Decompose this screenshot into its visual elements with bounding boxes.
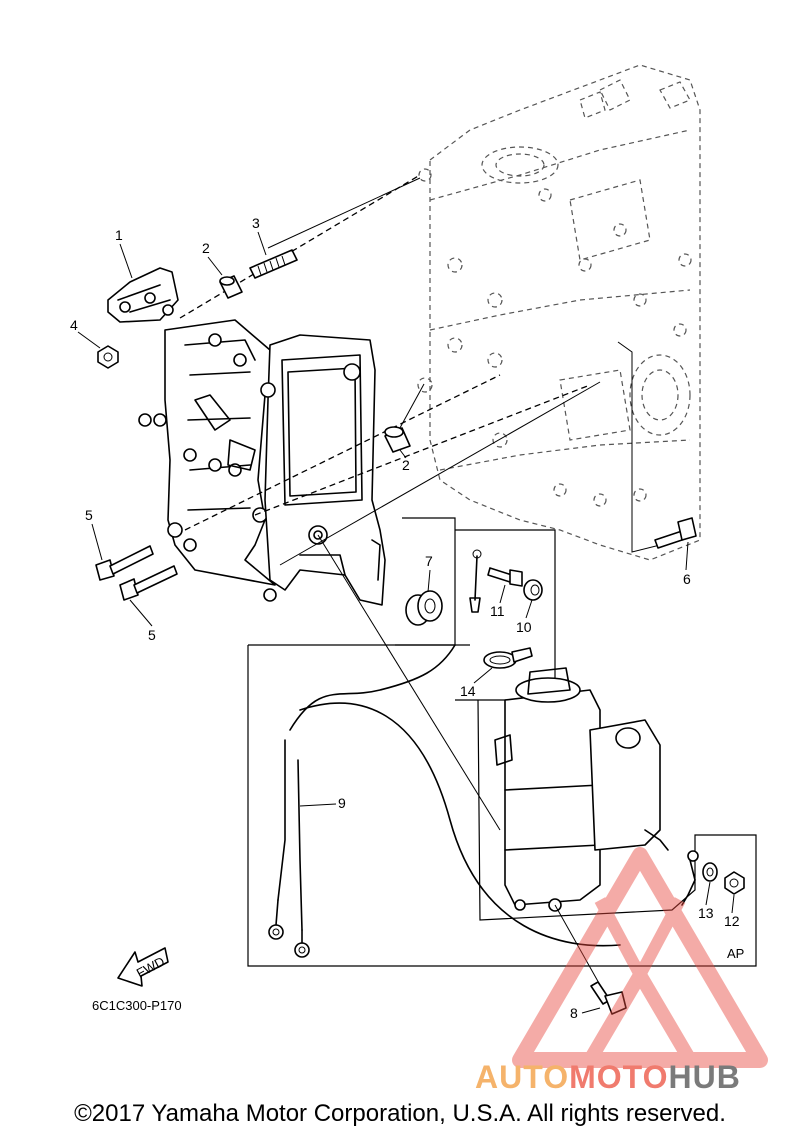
fwd-arrow-icon xyxy=(117,947,169,987)
watermark-moto: MOTO xyxy=(569,1059,668,1095)
callout-14: 14 xyxy=(460,683,476,699)
bolt-part-5-lower xyxy=(119,565,178,601)
callout-13: 13 xyxy=(698,905,714,921)
grommet-part-7 xyxy=(405,590,443,626)
watermark-auto: AUTO xyxy=(475,1059,569,1095)
callout-2-upper: 2 xyxy=(202,240,210,256)
watermark-logo xyxy=(512,847,768,1068)
bolt-part-8 xyxy=(554,904,627,1015)
bracket-part-1 xyxy=(107,267,179,323)
callout-2-lower: 2 xyxy=(402,457,410,473)
bolt-part-11 xyxy=(487,567,523,587)
callout-5-lower: 5 xyxy=(148,627,156,643)
nut-part-12 xyxy=(724,871,745,895)
mounting-frame xyxy=(260,334,386,606)
bolt-part-5-upper xyxy=(95,545,154,581)
collar-part-2-lower xyxy=(384,426,411,453)
callout-5-upper: 5 xyxy=(85,507,93,523)
clamp-part-14 xyxy=(483,647,533,669)
callout-9: 9 xyxy=(338,795,346,811)
callout-12: 12 xyxy=(724,913,740,929)
starter-motor xyxy=(494,667,669,912)
bolt-part-6 xyxy=(654,517,697,549)
engine-block-outline xyxy=(417,64,701,561)
callout-4: 4 xyxy=(70,317,78,333)
copyright-notice: ©2017 Yamaha Motor Corporation, U.S.A. A… xyxy=(74,1100,726,1127)
lead-wire-part-9 xyxy=(268,644,621,958)
callout-3: 3 xyxy=(252,215,260,231)
starter-group-box xyxy=(247,644,757,967)
fwd-label: FWD xyxy=(134,954,167,981)
callout-8: 8 xyxy=(570,1005,578,1021)
bracket-frame xyxy=(138,319,277,602)
callout-6: 6 xyxy=(683,571,691,587)
watermark-text: AUTOMOTOHUB xyxy=(475,1059,741,1095)
drawing-code: 6C1C300-P170 xyxy=(92,998,182,1013)
grommet-part-10 xyxy=(523,579,543,601)
washer-part-13 xyxy=(702,862,718,882)
svg-text:AUTOMOTOHUB: AUTOMOTOHUB xyxy=(475,1059,741,1095)
nut-part-4 xyxy=(97,345,119,369)
callout-10: 10 xyxy=(516,619,532,635)
callout-11: 11 xyxy=(490,603,505,619)
collar-part-2-upper xyxy=(219,275,243,299)
callout-1: 1 xyxy=(115,227,123,243)
callout-7: 7 xyxy=(425,553,433,569)
watermark-hub: HUB xyxy=(668,1059,740,1095)
grommet-group-box xyxy=(395,517,456,646)
stud-part-3 xyxy=(249,249,298,279)
ap-label: AP xyxy=(727,946,744,961)
